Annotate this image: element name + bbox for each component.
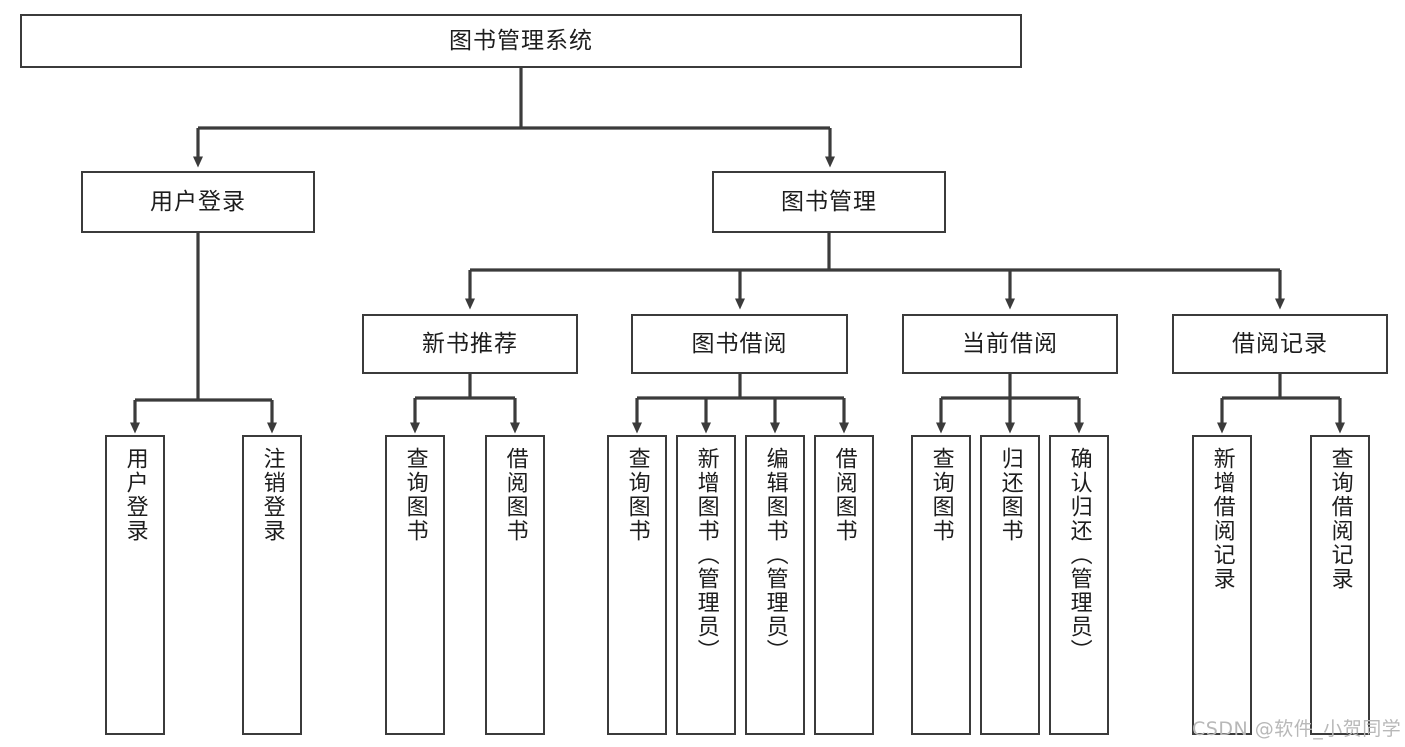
- node-label: 借阅图书: [502, 447, 528, 543]
- node-label: 新增借阅记录: [1209, 447, 1235, 591]
- leaf-book-borrow-query-book[interactable]: 查询图书: [607, 435, 667, 735]
- node-label: 注销登录: [259, 447, 285, 543]
- node-label: 新书推荐: [422, 330, 518, 357]
- leaf-user-login-login[interactable]: 用户登录: [105, 435, 165, 735]
- leaf-user-login-logout[interactable]: 注销登录: [242, 435, 302, 735]
- node-label: 当前借阅: [962, 330, 1058, 357]
- node-label: 图书管理: [781, 188, 877, 215]
- node-root-book-management-system[interactable]: 图书管理系统: [20, 14, 1022, 68]
- leaf-borrow-record-query-record[interactable]: 查询借阅记录: [1310, 435, 1370, 735]
- node-label: 用户登录: [150, 188, 246, 215]
- leaf-borrow-record-add-record[interactable]: 新增借阅记录: [1192, 435, 1252, 735]
- node-label: 查询图书: [928, 447, 954, 543]
- node-book-borrow[interactable]: 图书借阅: [631, 314, 848, 374]
- leaf-book-borrow-borrow-book[interactable]: 借阅图书: [814, 435, 874, 735]
- node-label: 用户登录: [122, 447, 148, 543]
- leaf-current-borrow-return-book[interactable]: 归还图书: [980, 435, 1040, 735]
- node-label: 新增图书（管理员）: [693, 447, 719, 663]
- leaf-new-book-borrow-book[interactable]: 借阅图书: [485, 435, 545, 735]
- node-label: 归还图书: [997, 447, 1023, 543]
- node-book-management[interactable]: 图书管理: [712, 171, 946, 233]
- node-label: 图书管理系统: [449, 27, 593, 54]
- watermark: CSDN @软件_小贺同学: [1192, 718, 1402, 740]
- node-borrow-record[interactable]: 借阅记录: [1172, 314, 1388, 374]
- node-user-login[interactable]: 用户登录: [81, 171, 315, 233]
- node-label: 编辑图书（管理员）: [762, 447, 788, 663]
- node-label: 图书借阅: [691, 330, 788, 357]
- leaf-current-borrow-query-book[interactable]: 查询图书: [911, 435, 971, 735]
- node-label: 查询图书: [624, 447, 650, 543]
- node-label: 借阅记录: [1232, 330, 1328, 357]
- node-label: 确认归还（管理员）: [1066, 447, 1092, 663]
- leaf-book-borrow-edit-book-admin[interactable]: 编辑图书（管理员）: [745, 435, 805, 735]
- node-label: 查询借阅记录: [1327, 447, 1353, 591]
- node-current-borrow[interactable]: 当前借阅: [902, 314, 1118, 374]
- node-new-book-recommend[interactable]: 新书推荐: [362, 314, 578, 374]
- node-label: 查询图书: [402, 447, 428, 543]
- leaf-new-book-query-book[interactable]: 查询图书: [385, 435, 445, 735]
- leaf-current-borrow-confirm-return-admin[interactable]: 确认归还（管理员）: [1049, 435, 1109, 735]
- leaf-book-borrow-add-book-admin[interactable]: 新增图书（管理员）: [676, 435, 736, 735]
- node-label: 借阅图书: [831, 447, 857, 543]
